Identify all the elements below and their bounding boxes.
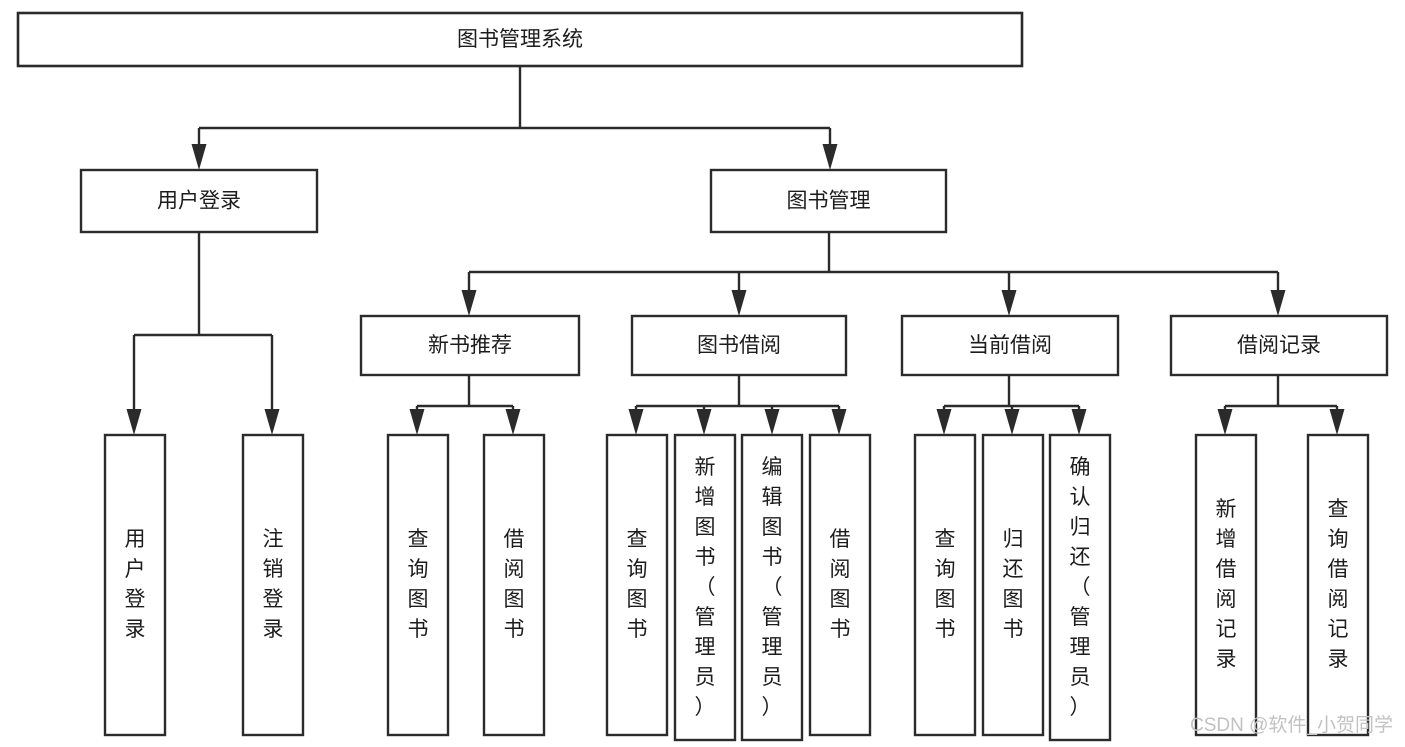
node-box[interactable] [482, 433, 546, 737]
arrow-head-icon [831, 409, 847, 435]
node-box[interactable] [630, 314, 848, 377]
node-label: 注销登录 [263, 528, 284, 641]
connector-book-borrow [628, 375, 847, 435]
node-box[interactable] [673, 433, 737, 742]
node-box[interactable] [709, 168, 948, 234]
node-layer: 图书管理系统用户登录图书管理新书推荐图书借阅当前借阅借阅记录用户登录注销登录查询… [16, 11, 1389, 742]
node-box[interactable] [808, 433, 872, 737]
arrow-head-icon [1217, 409, 1233, 435]
node-label: 查询图书 [408, 528, 429, 641]
node-leaf-borrow-book[interactable]: 借阅图书 [808, 433, 872, 737]
node-box[interactable] [386, 433, 450, 737]
arrow-head-icon [696, 409, 712, 435]
node-book-borrow[interactable]: 图书借阅 [630, 314, 848, 377]
arrow-head-icon [1071, 409, 1087, 435]
node-label: 确认归还（管理员） [1070, 456, 1091, 719]
connector-new-book-recommend [409, 375, 521, 435]
arrow-head-icon [126, 409, 142, 435]
node-label: 借阅图书 [504, 528, 525, 641]
node-leaf-edit-book[interactable]: 编辑图书（管理员） [740, 433, 804, 742]
connector-layer [126, 66, 1345, 435]
node-label: 当前借阅 [968, 334, 1052, 357]
node-box[interactable] [1048, 433, 1112, 742]
node-box[interactable] [913, 433, 977, 737]
arrow-head-icon [731, 290, 747, 316]
arrow-head-icon [1329, 409, 1345, 435]
node-label: 图书管理 [787, 190, 871, 213]
arrow-head-icon [822, 144, 838, 170]
arrow-head-icon [409, 409, 425, 435]
arrow-head-icon [1004, 409, 1020, 435]
node-leaf-return-book[interactable]: 归还图书 [981, 433, 1045, 737]
arrow-head-icon [936, 409, 952, 435]
node-leaf-user-login[interactable]: 用户登录 [103, 433, 167, 737]
node-new-book-recommend[interactable]: 新书推荐 [359, 314, 581, 377]
node-box[interactable] [900, 314, 1120, 377]
arrow-head-icon [191, 144, 207, 170]
node-label: 借阅记录 [1237, 334, 1321, 357]
node-label: 新增图书（管理员） [695, 456, 716, 719]
arrow-head-icon [1270, 290, 1286, 316]
connector-book-management [461, 232, 1286, 316]
node-label: 借阅图书 [830, 528, 851, 641]
node-leaf-logout[interactable]: 注销登录 [241, 433, 305, 737]
node-label: 查询图书 [935, 528, 956, 641]
node-box[interactable] [241, 433, 305, 737]
node-leaf-confirm-return[interactable]: 确认归还（管理员） [1048, 433, 1112, 742]
watermark-layer: CSDN @软件_小贺同学 [1190, 714, 1393, 736]
node-leaf-query-borrow-record[interactable]: 查询借阅记录 [1306, 433, 1370, 737]
arrow-head-icon [1001, 290, 1017, 316]
arrow-head-icon [505, 409, 521, 435]
connector-user-login [126, 232, 280, 435]
node-user-login[interactable]: 用户登录 [79, 168, 319, 234]
node-leaf-add-borrow-record[interactable]: 新增借阅记录 [1194, 433, 1258, 737]
arrow-head-icon [264, 409, 280, 435]
node-box[interactable] [79, 168, 319, 234]
connector-root [191, 66, 838, 170]
node-box[interactable] [1169, 314, 1389, 377]
node-borrow-record[interactable]: 借阅记录 [1169, 314, 1389, 377]
node-leaf-add-book[interactable]: 新增图书（管理员） [673, 433, 737, 742]
node-label: 查询借阅记录 [1328, 498, 1349, 671]
arrow-head-icon [764, 409, 780, 435]
node-label: 图书借阅 [697, 334, 781, 357]
node-label: 用户登录 [157, 190, 241, 213]
node-label: 归还图书 [1003, 528, 1024, 641]
csdn-watermark: CSDN @软件_小贺同学 [1190, 714, 1393, 736]
node-label: 图书管理系统 [457, 28, 583, 51]
node-label: 编辑图书（管理员） [762, 456, 783, 719]
node-root[interactable]: 图书管理系统 [16, 11, 1024, 68]
node-label: 新增借阅记录 [1216, 498, 1237, 671]
node-current-borrow[interactable]: 当前借阅 [900, 314, 1120, 377]
connector-borrow-record [1217, 375, 1345, 435]
node-book-management[interactable]: 图书管理 [709, 168, 948, 234]
node-label: 用户登录 [125, 528, 146, 641]
node-label: 查询图书 [627, 528, 648, 641]
node-box[interactable] [605, 433, 669, 737]
connector-current-borrow [936, 375, 1087, 435]
arrow-head-icon [628, 409, 644, 435]
node-box[interactable] [359, 314, 581, 377]
node-leaf-query-book-current[interactable]: 查询图书 [913, 433, 977, 737]
node-label: 新书推荐 [428, 334, 512, 357]
node-box[interactable] [740, 433, 804, 742]
node-leaf-query-book-recommend[interactable]: 查询图书 [386, 433, 450, 737]
arrow-head-icon [461, 290, 477, 316]
node-box[interactable] [103, 433, 167, 737]
node-box[interactable] [981, 433, 1045, 737]
node-box[interactable] [1194, 433, 1258, 737]
node-box[interactable] [16, 11, 1024, 68]
node-box[interactable] [1306, 433, 1370, 737]
node-leaf-borrow-book-recommend[interactable]: 借阅图书 [482, 433, 546, 737]
node-leaf-query-book-borrow[interactable]: 查询图书 [605, 433, 669, 737]
